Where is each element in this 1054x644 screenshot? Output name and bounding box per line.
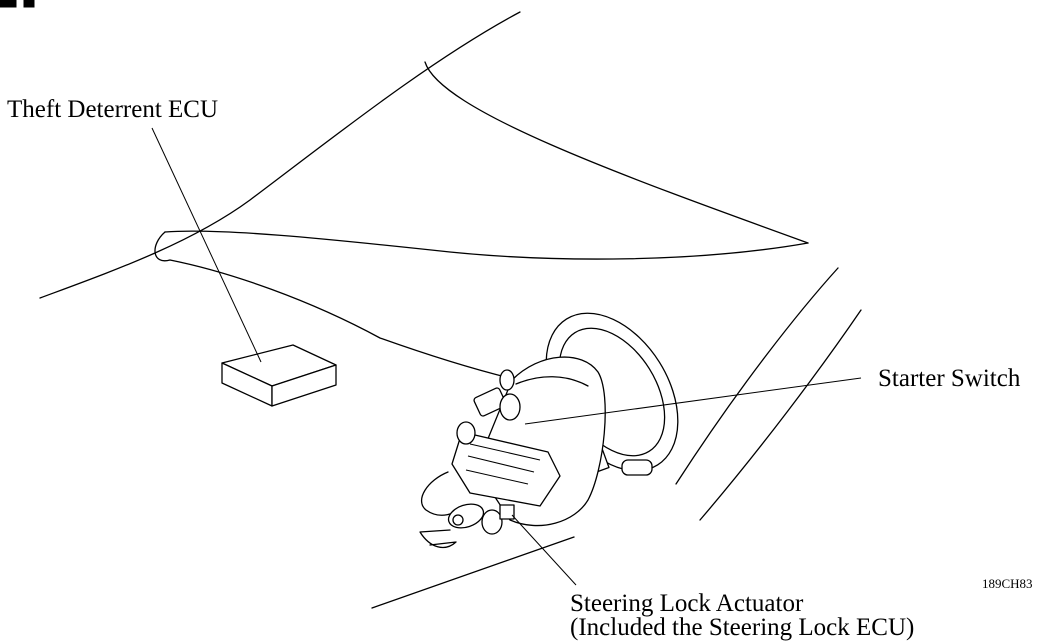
door-frame-outline	[675, 267, 862, 521]
label-starter-switch: Starter Switch	[878, 365, 1021, 392]
steering-column-assembly	[419, 356, 606, 549]
theft-deterrent-ecu-box	[221, 344, 337, 407]
windshield-outline	[39, 11, 809, 393]
leader-lines	[151, 127, 862, 586]
label-steering-lock-actuator: Steering Lock Actuator	[570, 590, 804, 617]
figure-code: 189CH83	[982, 576, 1033, 591]
header-fragment	[0, 0, 35, 8]
floor-line	[371, 536, 575, 609]
label-steering-lock-ecu-note: (Included the Steering Lock ECU)	[570, 614, 915, 641]
label-theft-deterrent-ecu: Theft Deterrent ECU	[7, 96, 219, 123]
